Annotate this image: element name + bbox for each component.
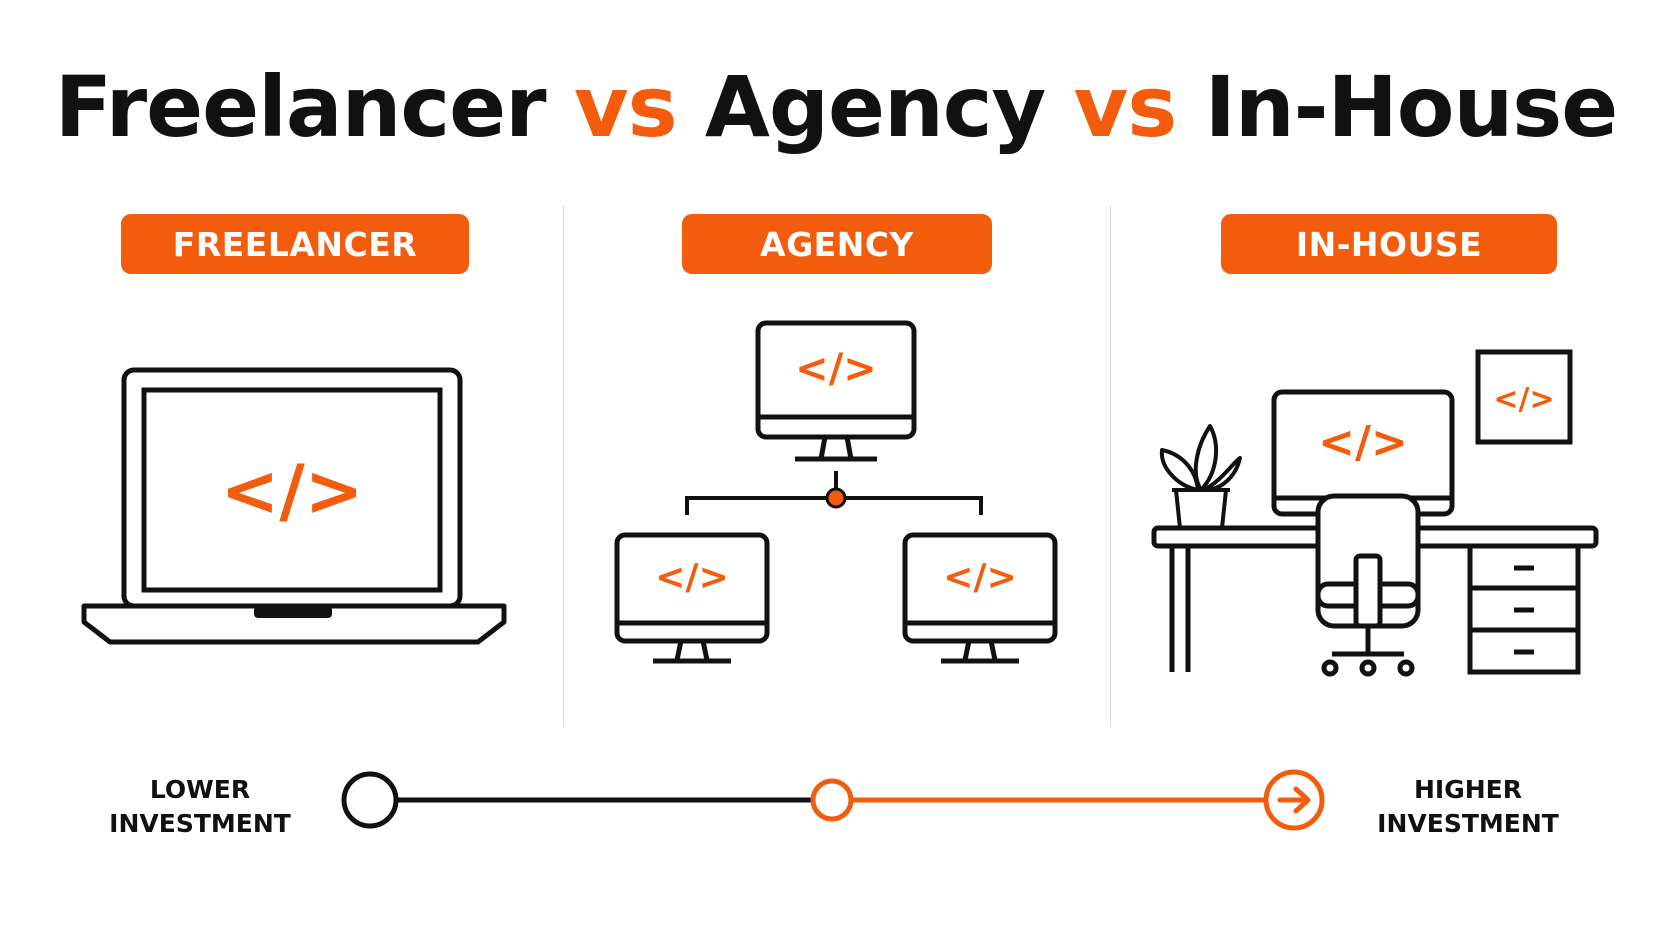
office-chair-icon (1315, 493, 1421, 677)
title-freelancer: Freelancer (54, 58, 547, 156)
investment-scale (341, 769, 1325, 831)
scale-start-marker (341, 771, 399, 829)
title-agency: Agency (704, 58, 1046, 156)
monitor-right-icon: </> (902, 532, 1058, 664)
office-desk-icon: </> </> (1151, 349, 1599, 677)
lower-investment-label: LOWER INVESTMENT (109, 775, 291, 838)
code-glyph-frame: </> (1493, 382, 1554, 417)
in-house-badge: IN-HOUSE (1221, 214, 1557, 274)
freelancer-badge: FREELANCER (121, 214, 469, 274)
title-vs-1: vs (573, 58, 678, 156)
code-glyph-right: </> (943, 557, 1016, 598)
agency-badge: AGENCY (682, 214, 992, 274)
code-glyph-left: </> (655, 557, 728, 598)
arrow-right-icon (1277, 786, 1311, 814)
wall-frame-icon: </> (1475, 349, 1573, 445)
code-glyph-desk-monitor: </> (1318, 417, 1408, 468)
title-vs-2: vs (1073, 58, 1178, 156)
monitor-left-icon: </> (614, 532, 770, 664)
plant-icon (1159, 424, 1242, 530)
column-divider-2 (1110, 205, 1111, 727)
page-title: Freelancer vs Agency vs In-House (0, 58, 1672, 156)
desk-monitor-icon: </> (1271, 389, 1455, 517)
column-divider-1 (563, 205, 564, 727)
scale-mid-marker (810, 778, 854, 822)
higher-investment-label: HIGHER INVESTMENT (1377, 775, 1559, 838)
code-glyph-laptop: </> (221, 450, 364, 532)
title-in-house: In-House (1204, 58, 1619, 156)
laptop-icon: </> (81, 367, 507, 645)
agency-network-icon: </> </> </> (614, 320, 1058, 664)
monitor-top-icon: </> (755, 320, 917, 462)
code-glyph-top: </> (795, 346, 877, 392)
desk-icon (1151, 525, 1599, 675)
